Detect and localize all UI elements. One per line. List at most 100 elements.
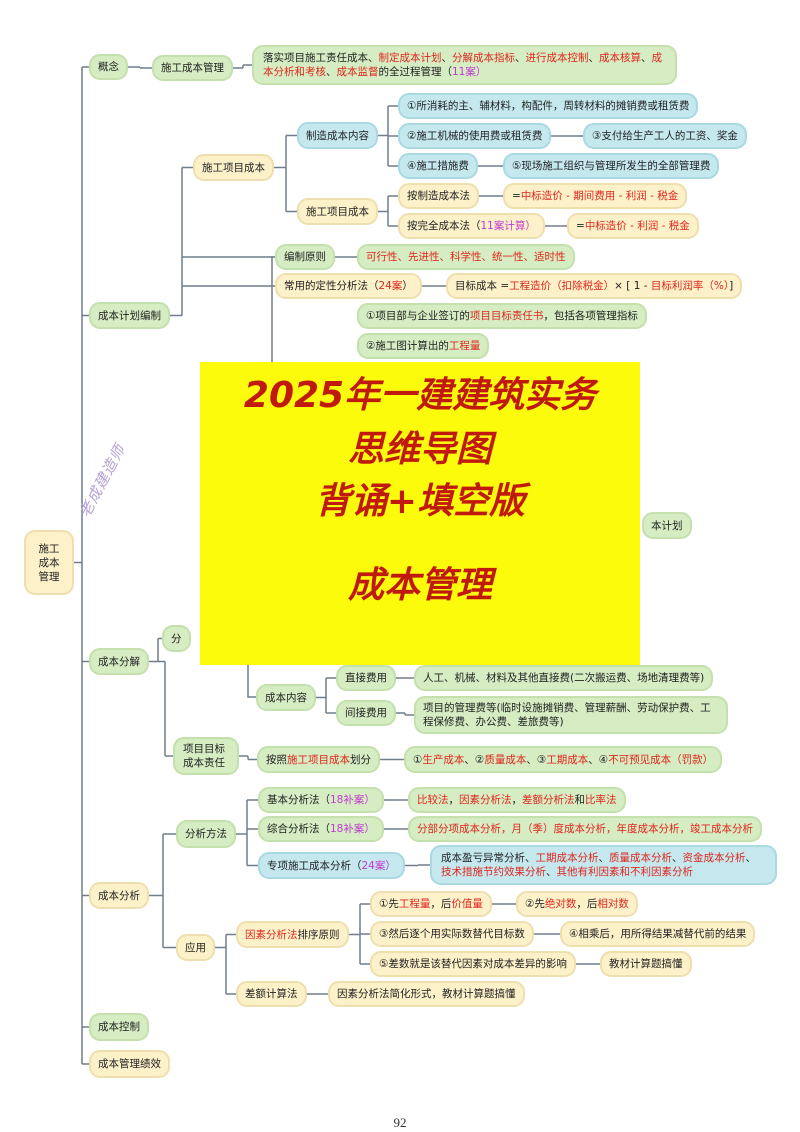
- node-factor-5-note[interactable]: 教材计算题搞懂: [600, 951, 692, 977]
- node-special-analysis-values[interactable]: 成本盈亏异常分析、工期成本分析、质量成本分析、资金成本分析、技术措施节约效果分析…: [430, 845, 777, 885]
- node-text: ②先绝对数，后相对数: [525, 897, 629, 911]
- node-text: 教材计算题搞懂: [609, 957, 683, 971]
- node-indirect-cost[interactable]: 间接费用: [336, 700, 396, 726]
- node-concept-mgmt[interactable]: 施工成本管理: [152, 55, 233, 81]
- root-node[interactable]: 施工成本管理: [24, 530, 74, 595]
- node-target-responsibility[interactable]: 项目目标成本责任: [173, 737, 239, 775]
- node-decomposition[interactable]: 成本分解: [89, 648, 149, 675]
- node-difference-method-desc[interactable]: 因素分析法简化形式，教材计算题搞懂: [328, 981, 525, 1007]
- text-segment: 项目的管理费等(临时设施摊销费、管理薪酬、劳动保护费、工程保修费、办公费、差旅费…: [423, 702, 711, 728]
- text-segment: 、: [641, 52, 652, 64]
- text-segment: 成本控制: [98, 1021, 140, 1033]
- text-segment: ]: [729, 280, 734, 292]
- node-by-full[interactable]: 按完全成本法（11案计算）: [398, 213, 545, 239]
- text-segment: ①先: [379, 898, 399, 910]
- node-principle-values[interactable]: 可行性、先进性、科学性、统一性、适时性: [357, 244, 575, 270]
- node-by-project-cost[interactable]: 按照施工项目成本划分: [257, 746, 380, 773]
- node-cost-analysis[interactable]: 成本分析: [89, 882, 149, 909]
- banner-line-2: 思维导图: [347, 429, 492, 470]
- node-basic-method-values[interactable]: 比较法，因素分析法，差额分析法和比率法: [408, 787, 626, 813]
- node-direct-cost-desc[interactable]: 人工、机械、材料及其他直接费(二次搬运费、场地清理费等): [414, 665, 714, 691]
- text-segment: ，: [448, 794, 460, 806]
- text-segment: ④相乘后，用所得结果减替代前的结果: [569, 928, 747, 940]
- node-by-mfg[interactable]: 按制造成本法: [398, 183, 479, 209]
- node-cost-plan[interactable]: 成本计划编制: [89, 302, 170, 329]
- node-by-full-formula[interactable]: =中标造价 - 利润 - 税金: [567, 213, 699, 239]
- text-segment: ）: [402, 280, 413, 292]
- highlight-text: 可行性、先进性、科学性、统一性、适时性: [366, 251, 566, 263]
- node-mfg-4[interactable]: ④施工措施费: [398, 153, 478, 179]
- node-basic-method[interactable]: 基本分析法（18补案）: [258, 787, 384, 813]
- node-cost-control[interactable]: 成本控制: [89, 1013, 149, 1041]
- node-mfg-5[interactable]: ⑤现场施工组织与管理所发生的全部管理费: [503, 153, 720, 179]
- highlight-text: 分部分项成本分析，月（季）度成本分析，年度成本分析，竣工成本分析: [417, 823, 753, 835]
- text-segment: 、: [672, 852, 683, 864]
- text-segment: 编制原则: [284, 251, 326, 263]
- text-segment: ①所消耗的主、辅材料，构配件，周转材料的摊销费或租赁费: [407, 100, 690, 112]
- node-cost-performance[interactable]: 成本管理绩效: [89, 1050, 170, 1078]
- node-project-cost-2[interactable]: 施工项目成本: [297, 198, 378, 225]
- node-text: 施工项目成本: [306, 205, 369, 219]
- node-plan-tail[interactable]: 本计划: [642, 512, 692, 539]
- text-segment: ⑤差数就是该替代因素对成本差异的影响: [379, 958, 567, 970]
- highlight-text: 制定成本计划: [378, 52, 442, 64]
- case-tag: 24案: [361, 859, 386, 872]
- node-factor-order[interactable]: 因素分析法排序原则: [236, 921, 349, 948]
- node-project-cost[interactable]: 施工项目成本: [193, 154, 274, 181]
- node-mfg-3[interactable]: ③支付给生产工人的工资、奖金: [583, 123, 747, 149]
- node-basis-1[interactable]: ①项目部与企业签订的项目目标责任书，包括各项管理指标: [357, 303, 647, 329]
- node-qualitative-formula[interactable]: 目标成本 =工程造价（扣除税金）× [ 1 - 目标利润率（%）]: [446, 273, 743, 299]
- node-application[interactable]: 应用: [176, 934, 215, 961]
- text-segment: 成本盈亏异常分析、: [441, 852, 536, 864]
- node-difference-method[interactable]: 差额计算法: [236, 981, 307, 1007]
- node-decomposition-a[interactable]: 分: [162, 625, 191, 652]
- node-concept[interactable]: 概念: [89, 54, 128, 80]
- node-comprehensive-values[interactable]: 分部分项成本分析，月（季）度成本分析，年度成本分析，竣工成本分析: [408, 816, 762, 842]
- node-text: 因素分析法排序原则: [245, 928, 340, 942]
- text-segment: ②施工图计算出的: [366, 340, 449, 352]
- node-factor-2[interactable]: ②先绝对数，后相对数: [516, 891, 638, 917]
- node-text: ④相乘后，用所得结果减替代前的结果: [569, 927, 746, 941]
- case-tag: ）: [475, 66, 487, 78]
- node-factor-3[interactable]: ③然后逐个用实际数替代目标数: [370, 921, 534, 947]
- connector-decomp-branch: [247, 665, 256, 698]
- node-text: ③支付给生产工人的工资、奖金: [592, 129, 738, 143]
- node-special-analysis[interactable]: 专项施工成本分析（24案）: [258, 852, 405, 879]
- node-text: 综合分析法（18补案）: [267, 822, 375, 836]
- highlight-text: 24案: [378, 280, 403, 292]
- node-indirect-cost-desc[interactable]: 项目的管理费等(临时设施摊销费、管理薪酬、劳动保护费、工程保修费、办公费、差旅费…: [414, 696, 728, 734]
- node-factor-1[interactable]: ①先工程量，后价值量: [370, 891, 492, 917]
- text-segment: 分析方法: [185, 828, 227, 840]
- node-factor-4[interactable]: ④相乘后，用所得结果减替代前的结果: [560, 921, 756, 947]
- highlight-text: 施工项目成本: [287, 753, 350, 766]
- node-cost-content[interactable]: 成本内容: [256, 684, 316, 711]
- node-direct-cost[interactable]: 直接费用: [336, 665, 396, 691]
- node-basis-2[interactable]: ②施工图计算出的工程量: [357, 333, 490, 359]
- text-segment: ①项目部与企业签订的: [366, 310, 470, 322]
- node-text: 可行性、先进性、科学性、统一性、适时性: [366, 250, 566, 264]
- node-mfg-2[interactable]: ②施工机械的使用费或租赁费: [398, 123, 552, 149]
- node-analysis-methods[interactable]: 分析方法: [176, 820, 236, 848]
- text-segment: 因素分析法简化形式，教材计算题搞懂: [337, 988, 516, 1000]
- node-by-project-cost-values[interactable]: ①生产成本、②质量成本、③工期成本、④不可预见成本（罚款）: [404, 746, 723, 773]
- node-concept-desc[interactable]: 落实项目施工责任成本、制定成本计划、分解成本指标、进行成本控制、成本核算、成本分…: [252, 45, 677, 85]
- node-comprehensive-method[interactable]: 综合分析法（18补案）: [258, 816, 384, 842]
- text-segment: 、: [588, 52, 600, 64]
- node-text: 编制原则: [284, 250, 326, 264]
- node-factor-5[interactable]: ⑤差数就是该替代因素对成本差异的影响: [370, 951, 576, 977]
- highlight-text: 差额分析法: [522, 794, 575, 806]
- node-mfg-1[interactable]: ①所消耗的主、辅材料，构配件，周转材料的摊销费或租赁费: [398, 93, 699, 119]
- node-principle[interactable]: 编制原则: [275, 244, 335, 270]
- text-segment: 直接费用: [345, 672, 387, 684]
- node-mfg-content[interactable]: 制造成本内容: [297, 122, 378, 149]
- connector-decomp-a: [157, 637, 162, 662]
- node-by-mfg-formula[interactable]: =中标造价 - 期间费用 - 利润 - 税金: [503, 183, 688, 209]
- highlight-text: 不可预见成本（罚款）: [608, 753, 714, 766]
- text-segment: ③然后逐个用实际数替代目标数: [379, 928, 525, 940]
- text-segment: 施工成本管理: [38, 542, 60, 583]
- node-text: 分: [171, 632, 182, 646]
- text-segment: 、③: [526, 753, 547, 766]
- text-segment: 施工项目成本: [306, 205, 369, 218]
- node-qualitative[interactable]: 常用的定性分析法（24案）: [275, 273, 422, 299]
- node-text: 分析方法: [185, 827, 227, 841]
